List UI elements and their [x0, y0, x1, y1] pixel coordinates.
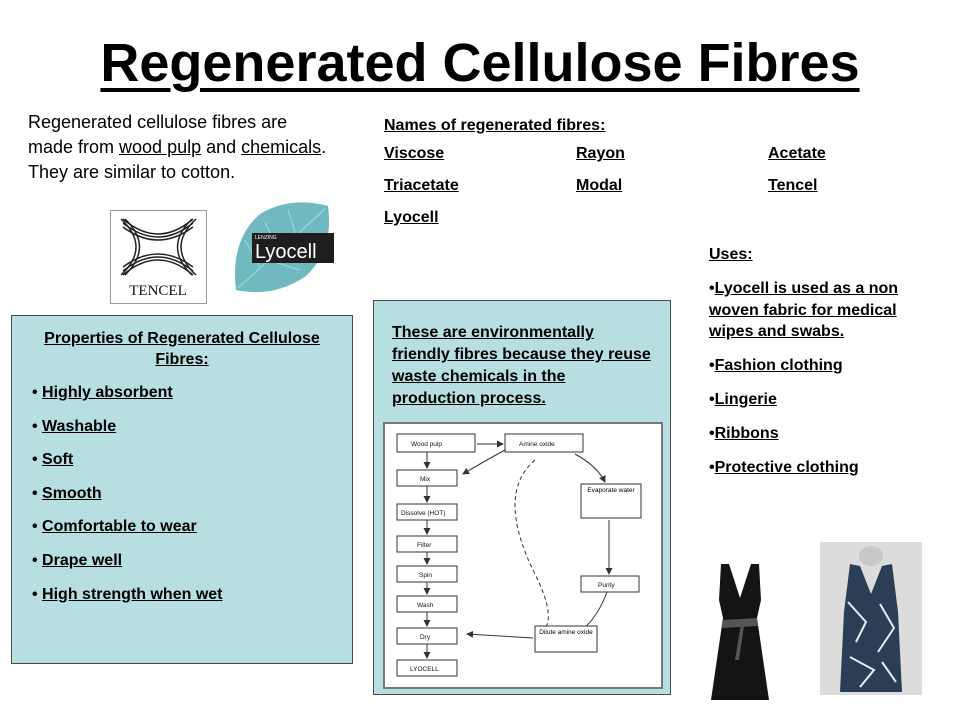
property-item: • High strength when wet [32, 585, 223, 603]
lyocell-logo-small-text: LENZING [255, 235, 277, 241]
property-item: • Comfortable to wear [32, 518, 197, 536]
chemicals-term: chemicals [241, 137, 322, 157]
fibre-name: Triacetate [384, 177, 459, 194]
patterned-dress-image [820, 542, 922, 695]
use-item: •Protective clothing [709, 459, 859, 476]
page-title: Regenerated Cellulose Fibres [100, 33, 860, 93]
black-dress-icon [711, 564, 769, 700]
fibre-name: Viscose [384, 145, 445, 162]
diagram-step-label: Dry [420, 634, 431, 641]
intro-part-3: . They are similar to cotton. [28, 137, 327, 182]
black-dress-image [705, 560, 775, 705]
diagram-cycle-label: Amine oxide [519, 441, 555, 448]
environment-box: These are environmentally friendly fibre… [373, 300, 671, 695]
environment-text: These are environmentally friendly fibre… [392, 324, 651, 407]
uses-block: Uses: •Lyocell is used as a non woven fa… [709, 246, 909, 491]
tencel-logo-text: TENCEL [129, 283, 187, 299]
process-flow-diagram: Wood pulp Amine oxide Mix Dissolve (HOT)… [383, 422, 663, 689]
use-text: Lingerie [714, 391, 777, 408]
diagram-step-label: Wood pulp [411, 441, 442, 448]
patterned-dress-icon [820, 542, 922, 695]
property-text: Highly absorbent [42, 384, 173, 401]
lyocell-logo: LENZING Lyocell [230, 200, 334, 296]
fibre-names-row: Viscose Rayon Acetate [384, 145, 854, 166]
diagram-cycle-label: Dilute amine oxide [539, 629, 593, 636]
diagram-step-label: Dissolve (HOT) [401, 510, 445, 517]
use-text: Lyocell is used as a non woven fabric fo… [709, 280, 899, 340]
intro-part-2: and [201, 137, 242, 157]
use-text: Protective clothing [714, 459, 859, 476]
fibre-name: Lyocell [384, 209, 439, 226]
property-text: Washable [42, 417, 117, 435]
property-item: • Washable [32, 417, 117, 435]
fibre-names-block: Names of regenerated fibres: Viscose Ray… [384, 117, 854, 227]
diagram-step-label: Filter [417, 542, 432, 549]
process-flow-svg: Wood pulp Amine oxide Mix Dissolve (HOT)… [396, 433, 642, 677]
intro-text: Regenerated cellulose fibres are made fr… [28, 110, 328, 185]
property-item: • Highly absorbent [32, 384, 173, 401]
use-item: •Lyocell is used as a non woven fabric f… [709, 280, 899, 340]
diagram-step-label: Wash [417, 602, 434, 609]
lyocell-logo-text: Lyocell [255, 241, 317, 263]
tencel-logo: TENCEL [110, 210, 207, 304]
property-text: Drape well [42, 551, 123, 569]
use-text: Fashion clothing [714, 357, 843, 374]
diagram-step-label: LYOCELL [410, 666, 439, 673]
property-item: • Smooth [32, 484, 102, 502]
fibre-names-row: Triacetate Modal Tencel [384, 177, 854, 198]
fibre-names-heading: Names of regenerated fibres: [384, 117, 606, 134]
fibre-name: Acetate [768, 145, 826, 162]
diagram-step-label: Mix [420, 476, 431, 483]
wood-pulp-term: wood pulp [119, 137, 202, 157]
property-item: • Soft [32, 451, 74, 469]
lyocell-leaf-icon: LENZING Lyocell [235, 202, 334, 293]
property-text: Comfortable to wear [42, 518, 197, 536]
property-text: Soft [42, 451, 74, 469]
use-item: •Ribbons [709, 425, 779, 442]
property-text: Smooth [42, 484, 102, 502]
fibre-name: Rayon [576, 145, 625, 162]
uses-heading: Uses: [709, 246, 753, 263]
diagram-cycle-label: Evaporate water [587, 487, 635, 494]
fibre-name: Modal [576, 177, 623, 194]
property-item: • Drape well [32, 551, 123, 569]
intro-part-1: Regenerated cellulose fibres are made fr… [28, 112, 288, 157]
use-text: Ribbons [714, 425, 779, 442]
properties-list: • Highly absorbent • Washable • Soft • S… [12, 384, 352, 607]
fibre-name: Tencel [768, 177, 818, 194]
properties-box: Properties of Regenerated Cellulose Fibr… [11, 315, 353, 664]
diagram-cycle-label: Purity [598, 582, 615, 589]
property-text: High strength when wet [42, 585, 223, 603]
diagram-step-label: Spin [419, 572, 432, 579]
tencel-logo-icon: TENCEL [120, 218, 197, 299]
properties-heading: Properties of Regenerated Cellulose Fibr… [44, 330, 320, 368]
use-item: •Fashion clothing [709, 357, 843, 374]
use-item: •Lingerie [709, 391, 777, 408]
